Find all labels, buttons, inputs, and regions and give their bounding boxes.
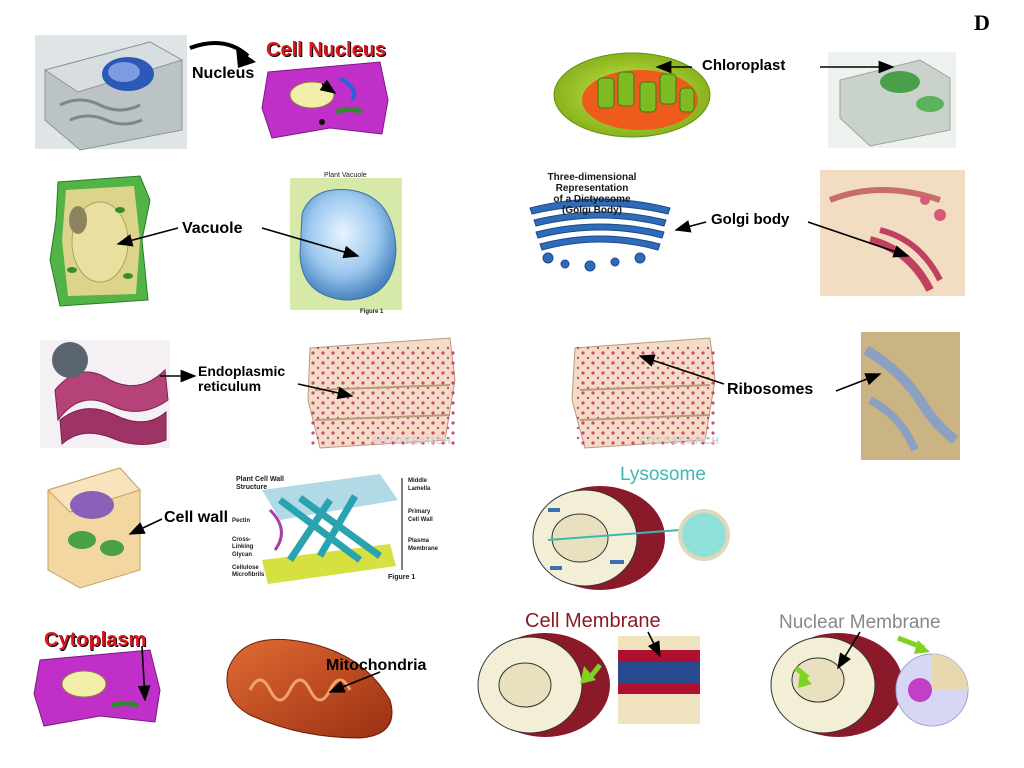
label-lysosome: Lysosome — [620, 464, 706, 485]
nucleus-3d-image — [895, 635, 969, 727]
plant-cell-wall-structure-image — [262, 474, 403, 584]
purple-cell-nucleus-image — [261, 61, 389, 139]
gray-cell-3d-image — [35, 35, 187, 151]
plant-vacuole-image — [290, 178, 402, 310]
part-pectin: Pectin — [232, 518, 251, 524]
cell-membrane-cell-image — [477, 633, 610, 737]
label-ribosomes: Ribosomes — [727, 381, 814, 398]
er-label-line1: Endoplasmic — [198, 363, 286, 379]
golgi-dictyosome-image — [529, 198, 671, 272]
curved-arrow-icon — [189, 41, 250, 58]
part-middle-lamella: Middle Lamella — [408, 478, 431, 492]
ribosomes-micrograph-image — [861, 332, 960, 460]
label-cell-nucleus-title: Cell Nucleus — [266, 39, 387, 61]
watermark-er: FOTOSEARCH — [372, 436, 452, 447]
label-cell-membrane: Cell Membrane — [525, 610, 661, 632]
page-letter: D — [974, 10, 990, 35]
lipid-bilayer-image — [618, 636, 700, 724]
cell-wall-left-parts: Pectin Cross-Linking Glycan Cellulose Mi… — [232, 518, 272, 579]
label-cell-wall: Cell wall — [164, 509, 229, 526]
label-nuclear-membrane: Nuclear Membrane — [779, 612, 941, 633]
label-nucleus: Nucleus — [192, 65, 255, 82]
purple-cell-cytoplasm-image — [33, 649, 161, 727]
watermark-ribosomes: FOTOSEARCH — [640, 436, 720, 447]
label-arrows — [116, 60, 910, 702]
caption-plant-vacuole: Plant Vacuole — [324, 172, 367, 179]
cell-wall-parts: Middle Lamella Primary Cell Wall Plasma … — [408, 478, 439, 553]
rough-er-3d-image — [307, 337, 456, 449]
label-chloroplast: Chloroplast — [702, 57, 786, 74]
part-cross-linking-glycan: Cross-Linking Glycan — [232, 537, 254, 558]
er-label-line2: reticulum — [198, 377, 262, 394]
chloroplast-image — [553, 52, 711, 138]
golgi-cell-illustration-image — [820, 170, 965, 296]
part-plasma-membrane: Plasma Membrane — [408, 538, 439, 552]
label-golgi-body: Golgi body — [711, 211, 790, 228]
plant-cell-diagram-image — [49, 175, 151, 307]
er-illustration-image — [40, 340, 170, 448]
lysosome-cell-image — [532, 486, 730, 590]
cell-wall-title-line1: Plant Cell Wall — [236, 476, 284, 483]
golgi-title-line1: Three-dimensional Representation — [547, 172, 637, 194]
golgi-title-line3: (Golgi Body) — [562, 205, 622, 216]
cell-wall-title-line2: Structure — [236, 483, 268, 491]
caption-figure1-vacuole: Figure 1 — [360, 309, 384, 315]
label-endoplasmic-reticulum: Endoplasmic reticulum — [198, 364, 285, 393]
label-mitochondria: Mitochondria — [326, 657, 427, 674]
label-cytoplasm: Cytoplasm — [44, 629, 147, 651]
part-primary-cell-wall: Primary Cell Wall — [408, 509, 433, 523]
part-cellulose-microfibrils: Cellulose Microfibrils — [232, 564, 265, 578]
ribosomes-er-3d-image — [571, 337, 716, 449]
plant-cell-3d-image — [47, 467, 141, 589]
golgi-title-line2: of a Dictyosome — [553, 194, 631, 205]
mitochondria-image — [226, 638, 393, 739]
caption-cell-wall-title: Plant Cell Wall Structure — [236, 476, 284, 491]
caption-figure1-cell-wall: Figure 1 — [388, 574, 416, 581]
caption-golgi-title: Three-dimensional Representation of a Di… — [532, 172, 652, 216]
label-vacuole: Vacuole — [182, 220, 243, 237]
nuclear-membrane-cell-image — [770, 633, 903, 737]
